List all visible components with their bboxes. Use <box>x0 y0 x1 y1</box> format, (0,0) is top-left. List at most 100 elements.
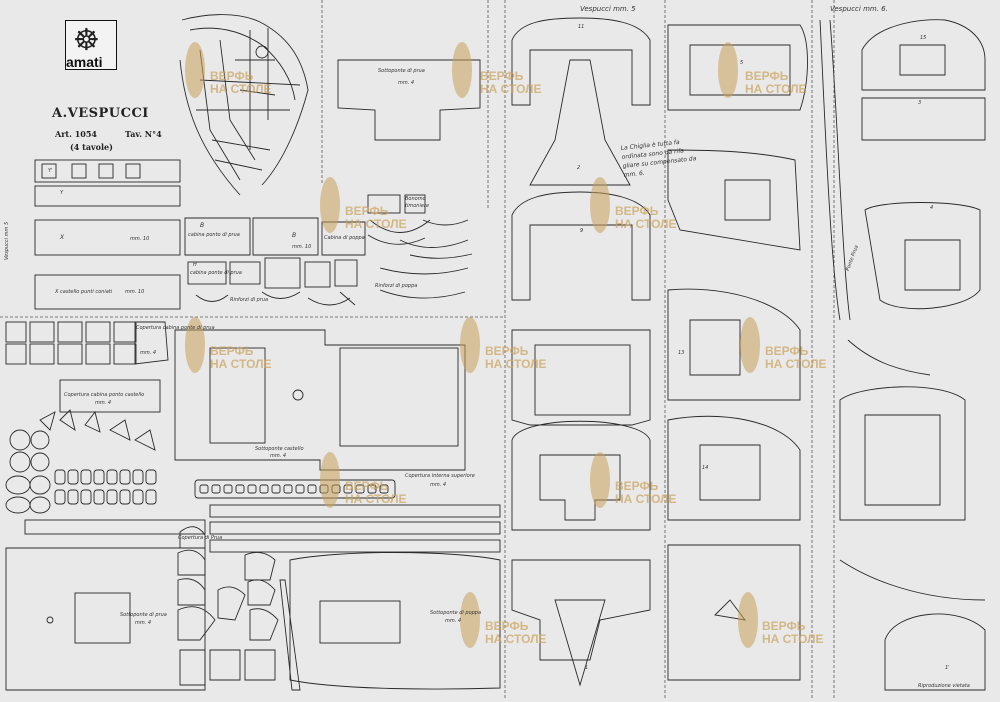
watermark-10: ВЕРФЬ НА СТОЛЕ <box>485 620 547 646</box>
label-h-cabina: cabina ponte di prua <box>190 270 242 276</box>
helmsman-icon: ☸ <box>73 23 100 58</box>
plan-parts <box>5 14 986 691</box>
watermark-6-line1: ВЕРФЬ <box>485 344 529 358</box>
watermark-5-line2: НА СТОЛЕ <box>210 357 272 371</box>
label-sottoponte-prua-mm: mm. 4 <box>135 620 152 626</box>
label-sottoponte-prua-top: Sottoponte di prua <box>378 68 425 74</box>
watermark-11-line1: ВЕРФЬ <box>762 619 806 633</box>
ship-sketch <box>179 14 309 196</box>
label-copertura-cabina-mm: mm. 4 <box>95 400 112 406</box>
label-sottoponte-castello: Sottoponte castello <box>255 446 304 452</box>
header-vespucci-mm5: Vespucci mm. 5 <box>580 5 636 13</box>
watermark-11: ВЕРФЬ НА СТОЛЕ <box>762 620 824 646</box>
label-y: Y <box>60 190 64 196</box>
header-vespucci-mm6: Vespucci mm. 6. <box>830 5 888 13</box>
watermark-3-line1: ВЕРФЬ <box>345 204 389 218</box>
watermark-9: ВЕРФЬ НА СТОЛЕ <box>615 480 677 506</box>
model-title: A.VESPUCCI <box>52 106 149 121</box>
frame-number-13: 13 <box>678 350 685 356</box>
watermark-6: ВЕРФЬ НА СТОЛЕ <box>485 345 547 371</box>
watermark-7-line1: ВЕРФЬ <box>765 344 809 358</box>
watermark-3-line2: НА СТОЛЕ <box>345 217 407 231</box>
label-x-castle-mm: mm. 10 <box>125 289 145 295</box>
frame-set-mm5 <box>511 17 651 687</box>
frame-set-mm6 <box>819 19 986 691</box>
label-b2: B <box>292 232 297 239</box>
keel-note-text: La Chiglia è tutta fa ordinata sono da r… <box>620 138 697 179</box>
amati-logo <box>65 20 117 70</box>
watermark-1-line1: ВЕРФЬ <box>480 69 524 83</box>
label-sottoponte-poppa: Sottoponte di poppa <box>430 610 482 616</box>
label-h: H <box>193 262 197 268</box>
label-rinforzo-poppa: Rinforzi di poppa <box>375 283 418 289</box>
label-b-mm: mm. 10 <box>292 244 312 250</box>
frame-number-11: 11 <box>578 24 585 30</box>
logo-text: amati <box>66 54 103 70</box>
watermark-10-line1: ВЕРФЬ <box>485 619 529 633</box>
fold-guides <box>0 0 835 698</box>
frame-number-9: 9 <box>580 228 584 234</box>
label-b1: B <box>200 222 205 229</box>
frame-number-5: 5 <box>740 60 744 66</box>
watermark-12-line2: НА СТОЛЕ <box>210 82 272 96</box>
frame-number-3: 3 <box>918 100 922 106</box>
watermarks <box>185 42 760 648</box>
side-label-vespucci: Vespucci mm 5 <box>4 221 10 260</box>
watermark-7: ВЕРФЬ НА СТОЛЕ <box>765 345 827 371</box>
label-x-mm: mm. 10 <box>130 236 150 242</box>
watermark-1: ВЕРФЬ НА СТОЛЕ <box>480 70 542 96</box>
label-x-castle: X castello punti coniati <box>55 289 113 295</box>
watermark-1-line2: НА СТОЛЕ <box>480 82 542 96</box>
round-parts <box>5 409 206 535</box>
label-timoniere: timoniere <box>405 203 430 209</box>
watermark-9-line1: ВЕРФЬ <box>615 479 659 493</box>
label-copertura-interna: Copertura interna superiore <box>405 473 475 479</box>
frame-number-2: 2 <box>577 165 581 171</box>
watermark-4-line1: ВЕРФЬ <box>615 204 659 218</box>
label-sottoponte-prua: Sottoponte di prua <box>120 612 167 618</box>
fitting-row <box>199 484 389 494</box>
label-bonomo: Bonomo <box>405 196 426 202</box>
frame-set-mid <box>667 24 808 681</box>
frame-number-4: 4 <box>930 205 934 211</box>
frame-number-1: 1 <box>585 665 589 671</box>
article-number: Art. 1054 <box>55 129 97 139</box>
watermark-5: ВЕРФЬ НА СТОЛЕ <box>210 345 272 371</box>
frame-number-14: 14 <box>702 465 709 471</box>
watermark-4-line2: НА СТОЛЕ <box>615 217 677 231</box>
watermark-2-line2: НА СТОЛЕ <box>745 82 807 96</box>
watermark-7-line2: НА СТОЛЕ <box>765 357 827 371</box>
label-copertura-cabina-prua: Copertura cabina ponte di prua <box>136 325 215 331</box>
label-cabina-poppa: Cabina di poppa <box>324 235 365 241</box>
watermark-8: ВЕРФЬ НА СТОЛЕ <box>345 480 407 506</box>
sheet-number: Tav. N°4 <box>125 129 162 139</box>
label-b-cabina: cabina ponto di prua <box>188 232 240 238</box>
label-reproduction: Riproduzione vietata <box>918 683 970 689</box>
frame-number-1-prime: 1' <box>945 665 950 671</box>
label-copertura-prua: Copertura di Prua <box>178 535 223 541</box>
label-mm4-top: mm. 4 <box>398 80 415 86</box>
label-copertura-interna-mm: mm. 4 <box>430 482 447 488</box>
watermark-4: ВЕРФЬ НА СТОЛЕ <box>615 205 677 231</box>
watermark-8-line1: ВЕРФЬ <box>345 479 389 493</box>
lettered-parts <box>177 526 279 686</box>
frame-number-15: 15 <box>920 35 927 41</box>
watermark-10-line2: НА СТОЛЕ <box>485 632 547 646</box>
label-sottoponte-poppa-mm: mm. 4 <box>445 618 462 624</box>
label-copertura-cabina: Copertura cabina ponto castello <box>64 392 145 398</box>
watermark-3: ВЕРФЬ НА СТОЛЕ <box>345 205 407 231</box>
watermark-2: ВЕРФЬ НА СТОЛЕ <box>745 70 807 96</box>
label-y-prime: Y' <box>48 168 53 174</box>
watermark-2-line1: ВЕРФЬ <box>745 69 789 83</box>
watermark-12-line1: ВЕРФЬ <box>210 69 254 83</box>
watermark-12: ВЕРФЬ НА СТОЛЕ <box>210 70 272 96</box>
watermark-5-line1: ВЕРФЬ <box>210 344 254 358</box>
watermark-8-line2: НА СТОЛЕ <box>345 492 407 506</box>
watermark-9-line2: НА СТОЛЕ <box>615 492 677 506</box>
watermark-11-line2: НА СТОЛЕ <box>762 632 824 646</box>
watermark-6-line2: НА СТОЛЕ <box>485 357 547 371</box>
label-copertura-cabina-prua-mm: mm. 4 <box>140 350 157 356</box>
sheet-count: (4 tavole) <box>70 142 113 152</box>
